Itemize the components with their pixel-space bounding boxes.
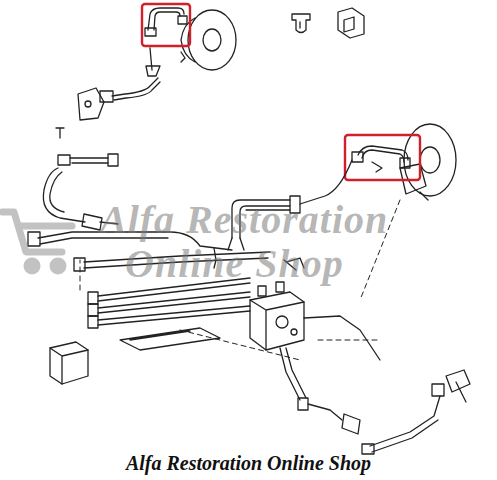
watermark-footer: Alfa Restoration Online Shop bbox=[126, 452, 371, 475]
valve-block bbox=[250, 282, 304, 350]
clip bbox=[292, 8, 364, 38]
brake-hose bbox=[352, 146, 410, 172]
watermark-text: Online Shop bbox=[125, 240, 344, 287]
highlight-box bbox=[345, 135, 420, 180]
junction-block bbox=[50, 342, 88, 384]
pipe bbox=[280, 316, 470, 454]
watermark-text: Alfa Restoration bbox=[100, 196, 388, 243]
brake-hose bbox=[145, 8, 187, 36]
pipe bbox=[28, 160, 352, 350]
highlight-box bbox=[142, 4, 190, 46]
watermark-icon bbox=[2, 212, 72, 271]
